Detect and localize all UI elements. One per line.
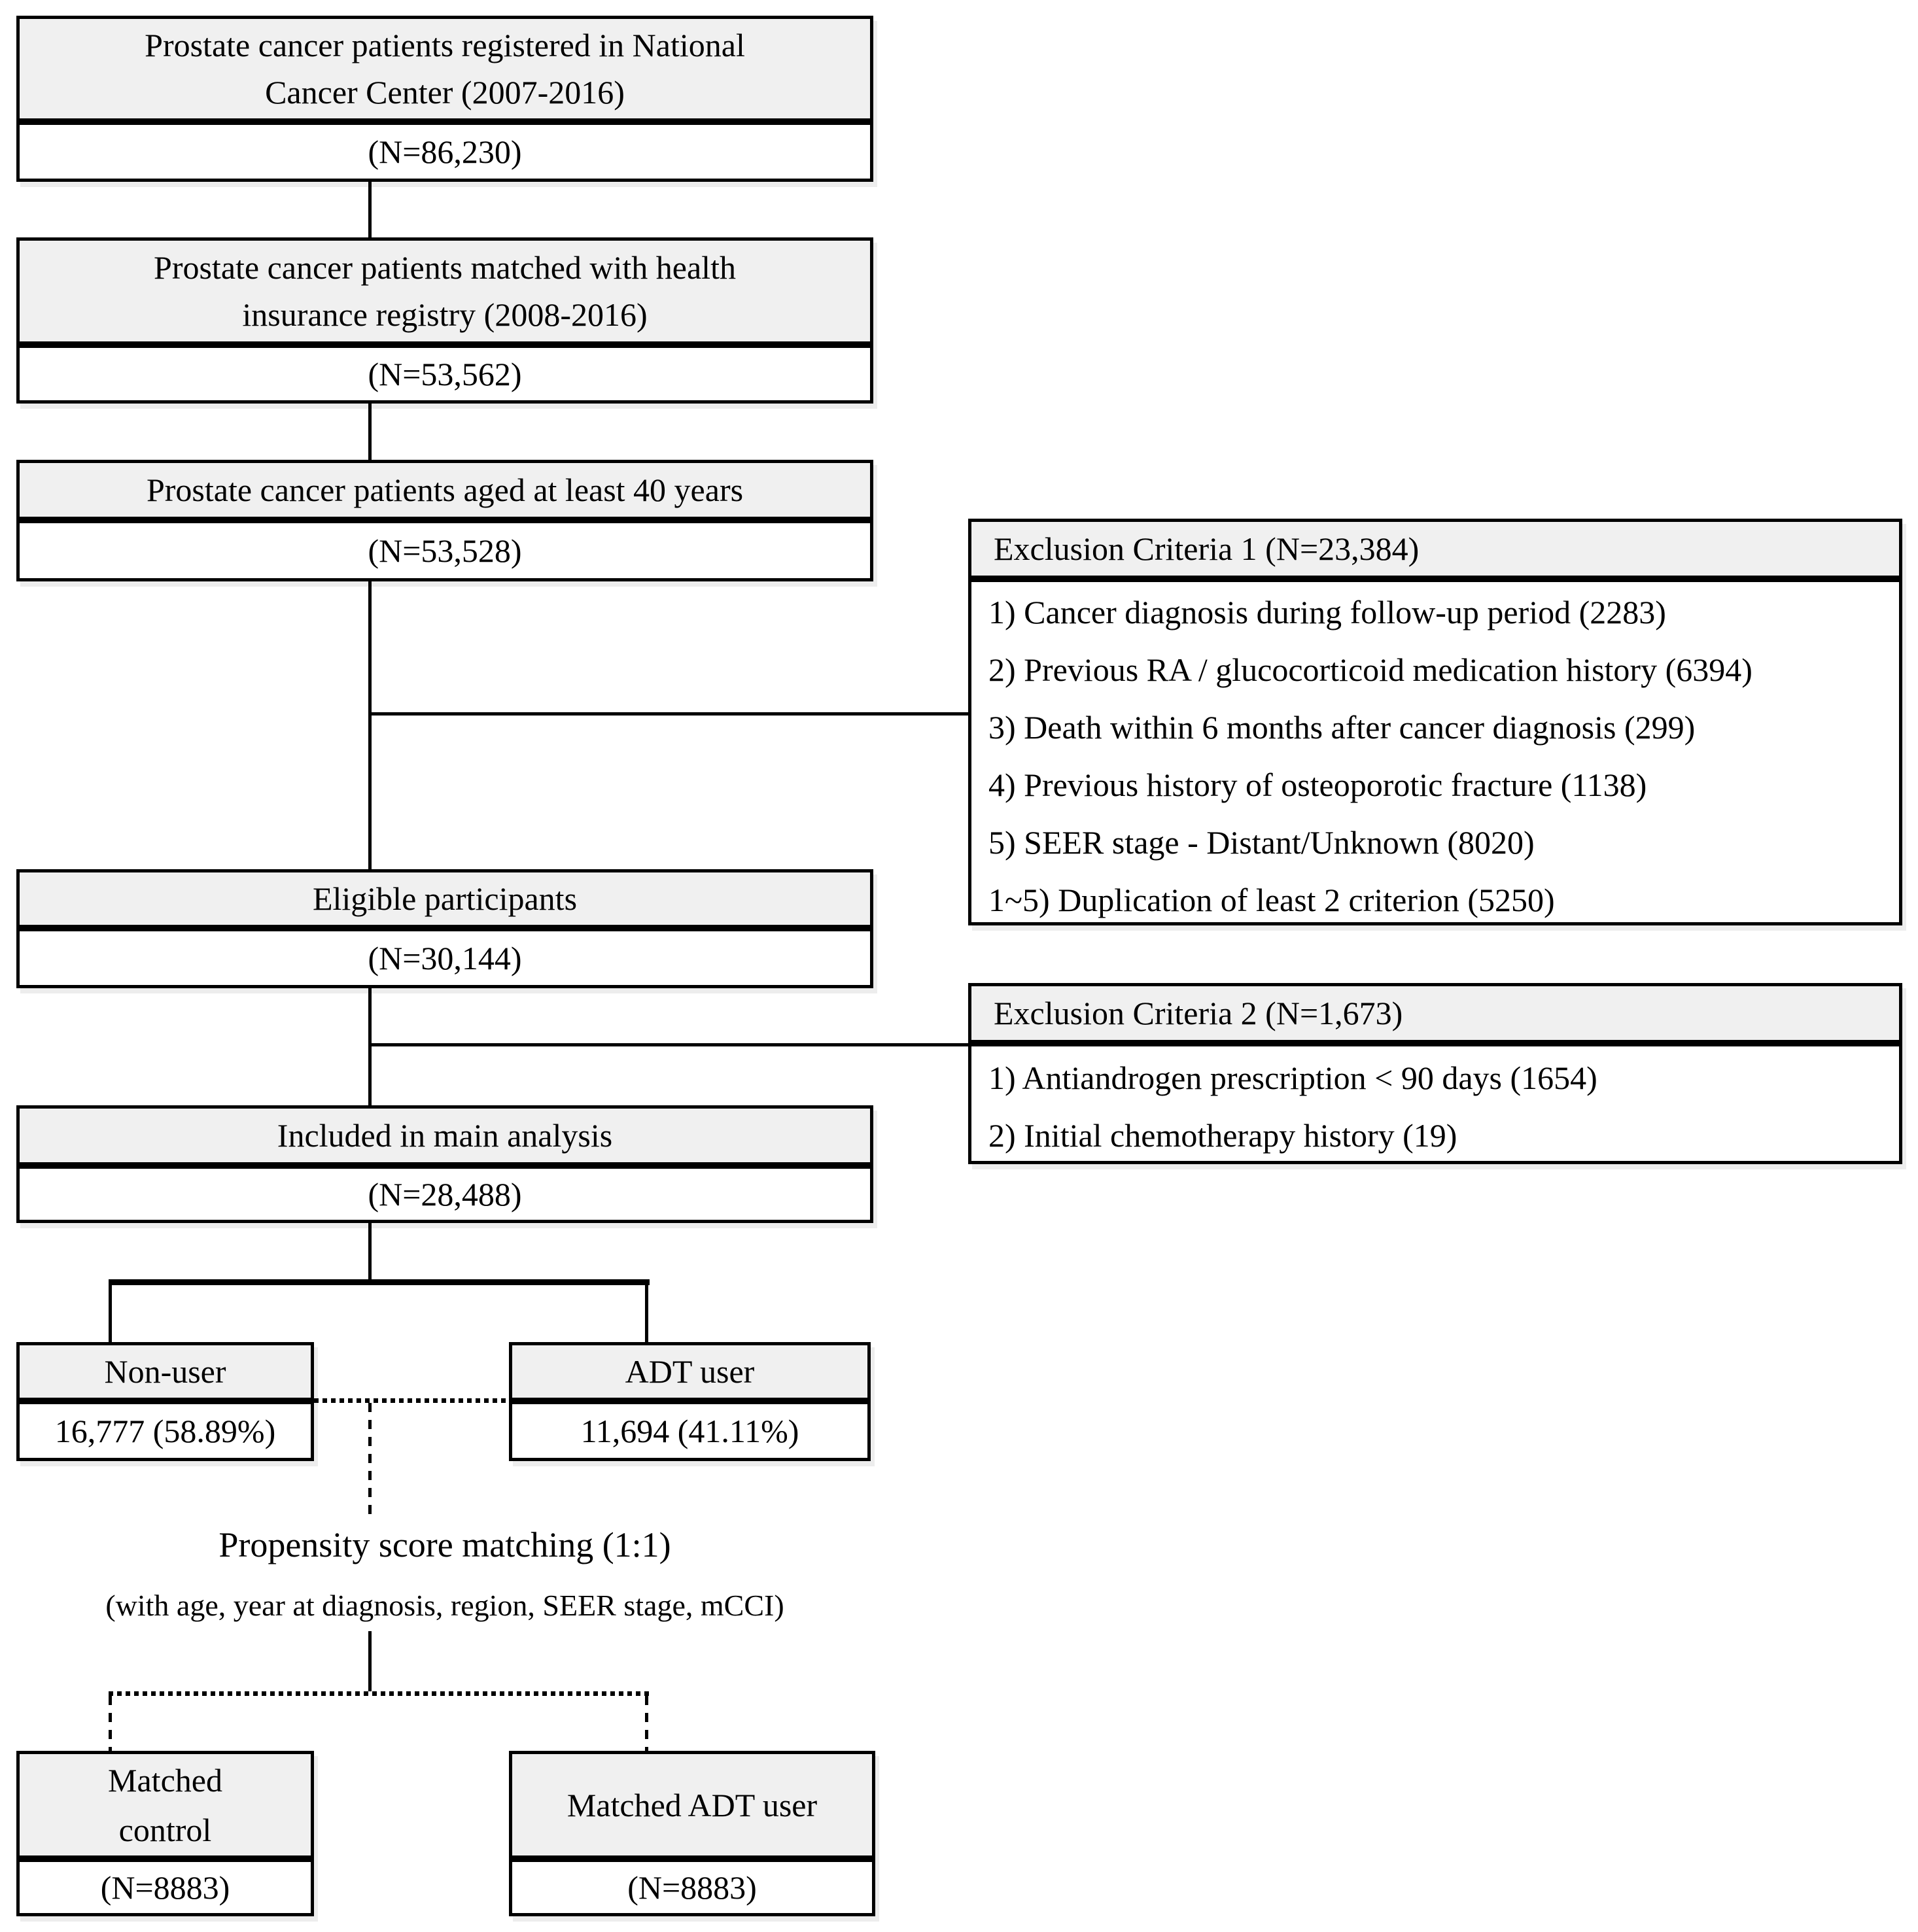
- exclusion2-box: Exclusion Criteria 2 (N=1,673) 1) Antian…: [968, 983, 1902, 1164]
- exclusion-item: 1) Antiandrogen prescription < 90 days (…: [988, 1060, 1597, 1096]
- matched-box-adt-user: Matched ADT user (N=8883): [509, 1751, 875, 1916]
- group-box-adt-user: ADT user 11,694 (41.11%): [509, 1342, 871, 1461]
- box-title: Included in main analysis: [16, 1105, 873, 1165]
- flow-box-insurance-matched: Prostate cancer patients matched with he…: [16, 237, 873, 404]
- flow-box-registered: Prostate cancer patients registered in N…: [16, 16, 873, 182]
- flow-box-included: Included in main analysis (N=28,488): [16, 1105, 873, 1223]
- connector-stem-2: [368, 404, 372, 460]
- matched-n-value: (N=8883): [509, 1859, 875, 1916]
- exclusion2-list: 1) Antiandrogen prescription < 90 days (…: [968, 1043, 1902, 1164]
- connector-dashed-left: [109, 1696, 112, 1751]
- matched-title: Matched control: [16, 1751, 314, 1859]
- connector-split-left: [109, 1285, 112, 1342]
- matched-box-control: Matched control (N=8883): [16, 1751, 314, 1916]
- flow-box-aged-40: Prostate cancer patients aged at least 4…: [16, 460, 873, 581]
- exclusion-item: 2) Initial chemotherapy history (19): [988, 1117, 1457, 1154]
- connector-dotted-between-groups: [314, 1398, 509, 1403]
- connector-dashed-right: [645, 1696, 648, 1751]
- group-value: 11,694 (41.11%): [509, 1401, 871, 1461]
- connector-dotted-split-bar: [109, 1691, 650, 1696]
- exclusion-item: 1) Cancer diagnosis during follow-up per…: [988, 594, 1666, 630]
- matched-n-value: (N=8883): [16, 1859, 314, 1916]
- connector-stem-1: [368, 182, 372, 237]
- box-n-value: (N=30,144): [16, 928, 873, 988]
- connector-stem-3: [368, 581, 372, 869]
- exclusion-item: 5) SEER stage - Distant/Unknown (8020): [988, 824, 1535, 861]
- box-title: Prostate cancer patients registered in N…: [16, 16, 873, 122]
- group-box-non-user: Non-user 16,777 (58.89%): [16, 1342, 314, 1461]
- box-n-value: (N=53,562): [16, 345, 873, 404]
- box-title: Eligible participants: [16, 869, 873, 928]
- exclusion1-box: Exclusion Criteria 1 (N=23,384) 1) Cance…: [968, 519, 1902, 925]
- exclusion-item: 2) Previous RA / glucocorticoid medicati…: [988, 651, 1752, 688]
- box-title: Prostate cancer patients matched with he…: [16, 237, 873, 345]
- connector-dashed-to-matching: [368, 1403, 372, 1519]
- exclusion-item: 4) Previous history of osteoporotic frac…: [988, 767, 1647, 803]
- exclusion2-title: Exclusion Criteria 2 (N=1,673): [968, 983, 1902, 1043]
- box-title: Prostate cancer patients aged at least 4…: [16, 460, 873, 520]
- connector-stem-4: [368, 988, 372, 1105]
- propensity-matching-covariates: (with age, year at diagnosis, region, SE…: [105, 1589, 784, 1622]
- group-title: Non-user: [16, 1342, 314, 1401]
- exclusion1-title: Exclusion Criteria 1 (N=23,384): [968, 519, 1902, 579]
- matched-title: Matched ADT user: [509, 1751, 875, 1859]
- connector-branch-exclusion1: [370, 712, 968, 716]
- connector-split-right: [645, 1285, 648, 1342]
- propensity-matching-label: Propensity score matching (1:1): [218, 1525, 671, 1564]
- connector-stem-5: [368, 1223, 372, 1282]
- box-n-value: (N=28,488): [16, 1165, 873, 1223]
- flow-box-eligible: Eligible participants (N=30,144): [16, 869, 873, 988]
- exclusion1-list: 1) Cancer diagnosis during follow-up per…: [968, 579, 1902, 925]
- connector-stem-6: [368, 1631, 372, 1691]
- connector-split-bar: [109, 1279, 650, 1285]
- exclusion-item: 3) Death within 6 months after cancer di…: [988, 709, 1696, 746]
- group-title: ADT user: [509, 1342, 871, 1401]
- group-value: 16,777 (58.89%): [16, 1401, 314, 1461]
- connector-branch-exclusion2: [370, 1043, 968, 1046]
- box-n-value: (N=86,230): [16, 122, 873, 182]
- exclusion-item: 1~5) Duplication of least 2 criterion (5…: [988, 882, 1555, 918]
- box-n-value: (N=53,528): [16, 520, 873, 581]
